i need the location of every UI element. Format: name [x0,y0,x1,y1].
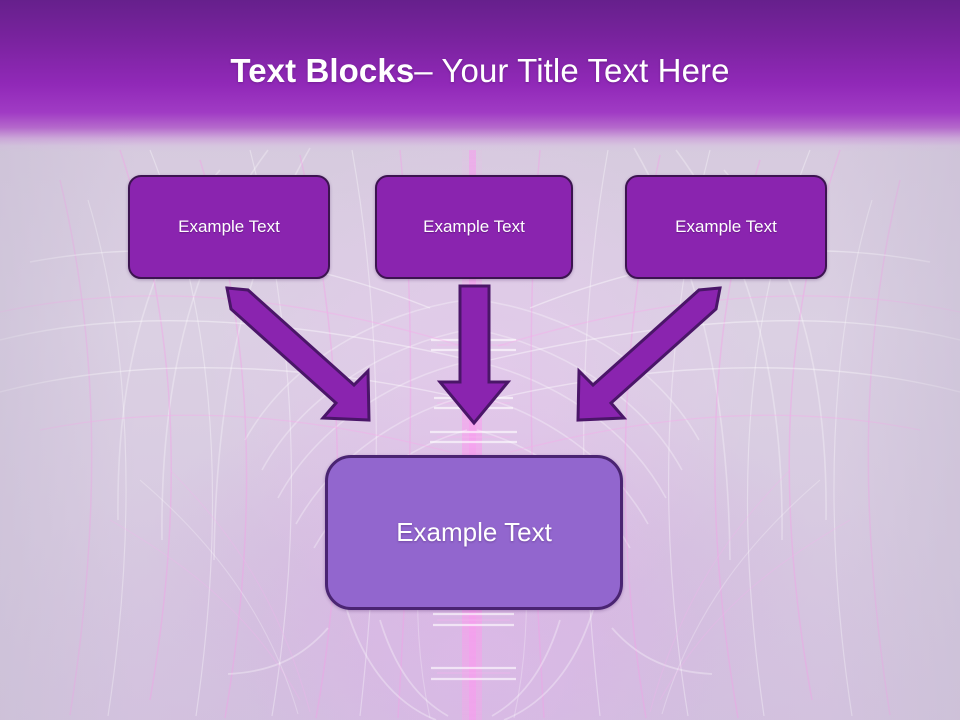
result-text-block-label: Example Text [396,517,552,547]
text-block-2-label: Example Text [423,217,525,236]
header-band [0,0,960,152]
text-block-3[interactable]: Example Text [625,175,827,279]
page-title-bold: Text Blocks [230,52,415,89]
text-block-2[interactable]: Example Text [375,175,573,279]
result-text-block[interactable]: Example Text [325,455,623,610]
text-block-1-label: Example Text [178,217,280,236]
text-block-1[interactable]: Example Text [128,175,330,279]
page-title-regular: – Your Title Text Here [414,52,730,89]
text-block-3-label: Example Text [675,217,777,236]
page-title: Text Blocks– Your Title Text Here [0,51,960,91]
